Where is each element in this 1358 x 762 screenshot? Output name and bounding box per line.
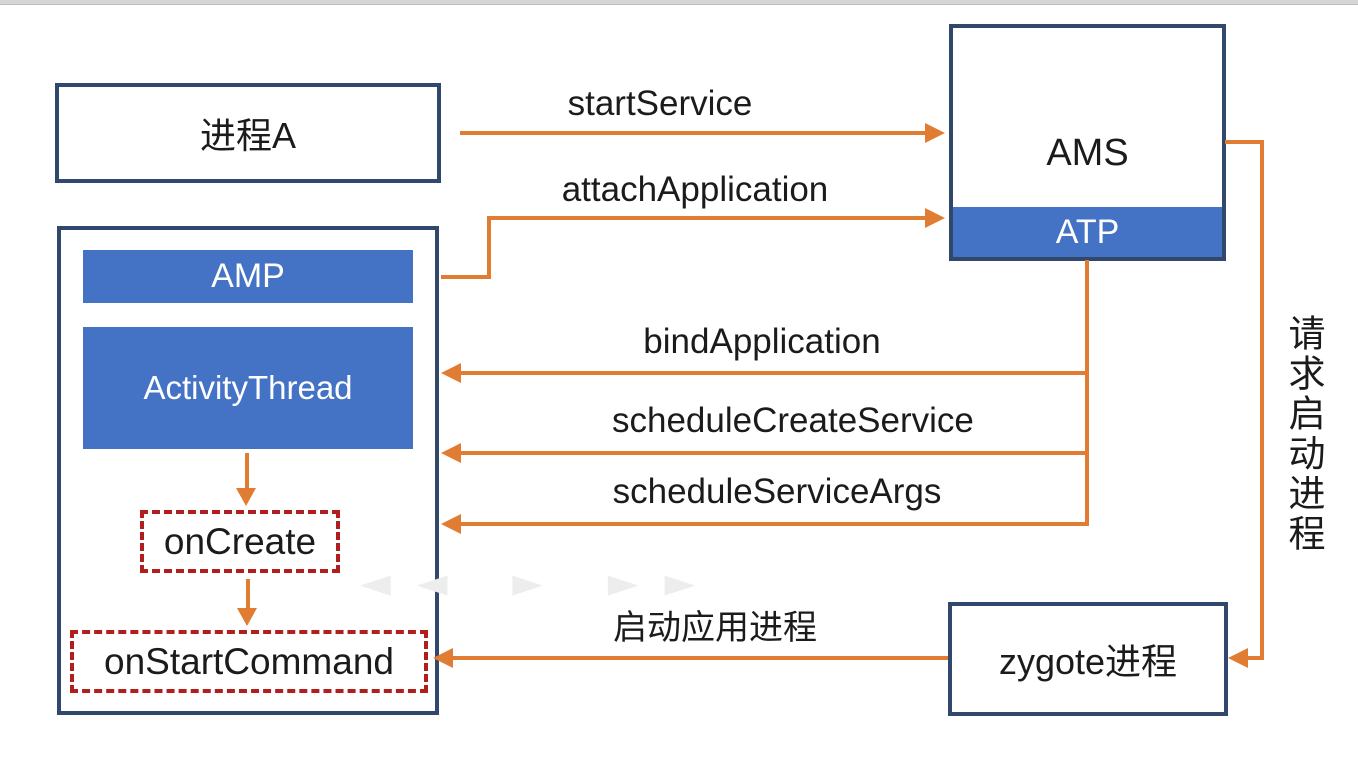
process-a-box: 进程A: [55, 83, 441, 183]
start-service-label: startService: [567, 84, 753, 123]
oncreate-label: onCreate: [163, 520, 317, 562]
schedule-create-service-label: scheduleCreateService: [612, 401, 974, 440]
request-start-process-elbow-h2: [1246, 656, 1264, 660]
atp-label: ATP: [1055, 212, 1120, 251]
bind-application-arrow-shaft: [458, 371, 1087, 375]
top-divider: [0, 0, 1358, 5]
oncreate-box: onCreate: [140, 510, 340, 573]
ams-box: AMS ATP: [949, 24, 1226, 261]
attach-application-arrow-shaft: [487, 216, 928, 220]
onstartcommand-box: onStartCommand: [70, 630, 428, 693]
start-service-arrowhead-icon: [925, 123, 945, 143]
activitythread-to-oncreate-arrow-shaft: [245, 453, 249, 491]
activitythread-to-oncreate-arrowhead-icon: [236, 488, 256, 506]
schedule-create-service-arrow-shaft: [458, 451, 1087, 455]
request-start-process-arrowhead-icon: [1228, 648, 1248, 668]
attach-application-elbow-v: [487, 216, 491, 279]
schedule-service-args-label: scheduleServiceArgs: [612, 472, 942, 511]
bind-application-arrowhead-icon: [441, 363, 461, 383]
bind-application-label: bindApplication: [643, 322, 881, 361]
activity-thread-bar: ActivityThread: [83, 327, 413, 449]
attach-application-arrowhead-icon: [925, 208, 945, 228]
launch-app-process-arrow-shaft: [450, 656, 948, 660]
launch-app-process-arrowhead-icon: [433, 648, 453, 668]
amp-bar: AMP: [83, 250, 413, 303]
attach-application-elbow-h1: [441, 275, 491, 279]
atp-bar: ATP: [953, 207, 1222, 257]
launch-app-process-label: 启动应用进程: [613, 609, 817, 647]
request-start-process-elbow-h1: [1225, 140, 1264, 144]
process-a-label: 进程A: [199, 115, 296, 156]
amp-label: AMP: [211, 257, 285, 295]
onstartcommand-label: onStartCommand: [104, 640, 394, 682]
start-service-arrow-shaft: [460, 131, 928, 135]
zygote-label: zygote进程: [998, 641, 1178, 682]
oncreate-to-onstartcommand-arrow-shaft: [246, 579, 250, 611]
activity-thread-label: ActivityThread: [143, 369, 353, 406]
ams-label: AMS: [1046, 132, 1129, 174]
schedule-service-args-arrow-shaft: [458, 522, 1087, 526]
oncreate-to-onstartcommand-arrowhead-icon: [237, 608, 257, 626]
request-start-process-label: 请求启动进程: [1283, 314, 1324, 554]
schedule-create-service-arrowhead-icon: [441, 443, 461, 463]
atp-downlink-line: [1085, 260, 1089, 526]
attach-application-label: attachApplication: [561, 170, 829, 209]
zygote-box: zygote进程: [948, 602, 1228, 716]
player-watermark: ◄◄ ► ►►: [360, 560, 722, 606]
request-start-process-line-v: [1260, 140, 1264, 660]
schedule-service-args-arrowhead-icon: [441, 514, 461, 534]
